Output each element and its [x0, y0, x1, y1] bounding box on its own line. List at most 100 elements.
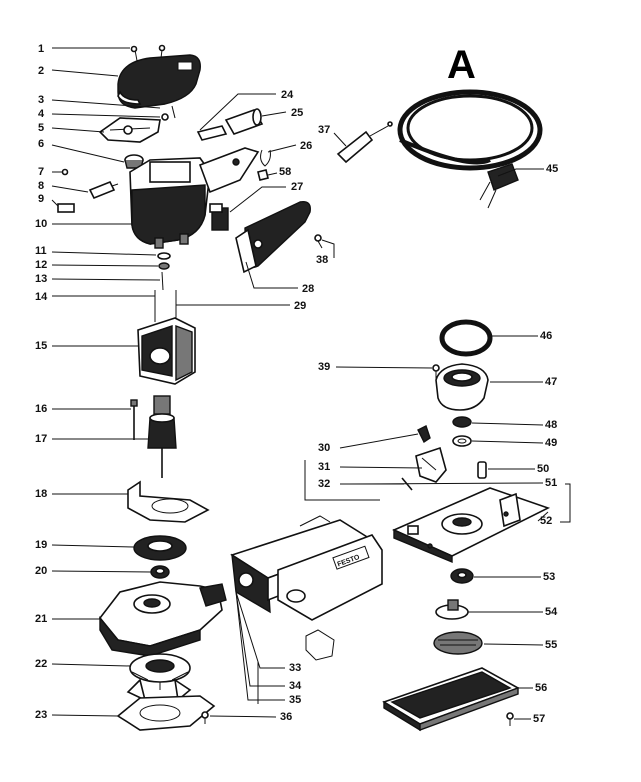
part-18-shroud	[127, 480, 210, 523]
leader-line-37	[333, 132, 347, 147]
callout-48: 48	[545, 419, 557, 431]
part-55-pad-disc	[433, 631, 483, 655]
part-25-cylinder	[224, 108, 264, 135]
callout-34: 34	[289, 680, 302, 692]
part-13-pin	[161, 271, 164, 291]
part-38-screw	[314, 234, 323, 249]
callout-15: 15	[35, 340, 47, 352]
callout-33: 33	[289, 662, 301, 674]
leader-line-55	[483, 643, 544, 646]
callout-4: 4	[38, 108, 45, 120]
callout-56: 56	[535, 682, 547, 694]
leader-line-28	[245, 261, 298, 289]
callout-52: 52	[540, 515, 552, 527]
callout-45: 45	[546, 163, 558, 175]
leader-line-27	[229, 186, 286, 213]
callout-11: 11	[35, 245, 47, 257]
callout-51: 51	[545, 477, 557, 489]
callout-9: 9	[38, 193, 44, 205]
callout-2: 2	[38, 65, 44, 77]
callout-7: 7	[38, 166, 44, 178]
part-19-gear	[133, 535, 187, 561]
callout-18: 18	[35, 488, 47, 500]
part-23-plate	[116, 695, 216, 731]
callout-49: 49	[545, 437, 557, 449]
callout-37: 37	[318, 124, 330, 136]
part-5-bracket	[98, 117, 161, 143]
callout-19: 19	[35, 539, 47, 551]
part-28-handle-cover	[235, 201, 311, 274]
leader-line-13	[51, 278, 161, 281]
part-21-gear-housing	[98, 581, 227, 657]
callout-53: 53	[543, 571, 555, 583]
leader-line-9	[51, 199, 59, 207]
leader-line-58	[267, 172, 278, 176]
callout-14: 14	[35, 291, 48, 303]
callout-17: 17	[35, 433, 47, 445]
part-37-cord-protector	[336, 121, 393, 164]
grouping-bracket-1	[304, 460, 380, 501]
leader-lines	[51, 47, 571, 720]
callout-39: 39	[318, 361, 330, 373]
leader-line-52	[537, 511, 549, 522]
part-30-32-clamp-lever	[401, 425, 447, 491]
leader-line-33	[235, 591, 285, 669]
part-7-screw	[61, 168, 69, 176]
callout-24: 24	[281, 89, 294, 101]
callout-8: 8	[38, 180, 44, 192]
callout-5: 5	[38, 122, 44, 134]
callout-58: 58	[279, 166, 291, 178]
leader-line-25	[261, 111, 287, 117]
part-47-base-housing	[435, 363, 489, 411]
part-2-top-cover	[117, 54, 201, 109]
part-53-bearing	[450, 568, 474, 584]
section-letter: A	[447, 43, 476, 87]
callout-36: 36	[280, 711, 292, 723]
callout-54: 54	[545, 606, 558, 618]
callout-50: 50	[537, 463, 549, 475]
part-drawings: FESTO	[57, 44, 551, 732]
leader-line-19	[51, 544, 135, 548]
callout-25: 25	[291, 107, 303, 119]
part-48-ring	[452, 416, 472, 428]
leader-line-6	[51, 144, 125, 163]
callout-35: 35	[289, 694, 301, 706]
callout-27: 27	[291, 181, 303, 193]
part-52-base-plate	[392, 487, 551, 564]
part-27-switch	[209, 203, 229, 231]
callout-21: 21	[35, 613, 47, 625]
leader-line-23	[51, 714, 119, 717]
part-17-armature	[147, 395, 177, 478]
part-58-clip	[257, 169, 269, 181]
callout-47: 47	[545, 376, 557, 388]
part-45-cable	[397, 89, 543, 209]
part-46-ring	[439, 319, 493, 357]
callout-16: 16	[35, 403, 47, 415]
leader-line-3	[51, 99, 161, 109]
callout-13: 13	[35, 273, 47, 285]
callout-32: 32	[318, 478, 330, 490]
callout-30: 30	[318, 442, 330, 454]
leader-line-45	[497, 168, 544, 177]
callout-labels: 1234567891011121314151617181920212223242…	[35, 43, 558, 725]
part-11-bearing	[157, 252, 171, 260]
part-49-washer	[452, 435, 472, 447]
callout-57: 57	[533, 713, 545, 725]
callout-12: 12	[35, 259, 47, 271]
leader-line-36	[209, 715, 277, 718]
part-54-eccentric	[435, 599, 469, 620]
leader-line-49	[471, 440, 544, 444]
part-4-washer	[161, 113, 169, 121]
callout-29: 29	[294, 300, 306, 312]
leader-line-51	[345, 482, 544, 485]
leader-line-4	[51, 113, 161, 118]
part-50-pin	[477, 461, 487, 479]
callout-20: 20	[35, 565, 47, 577]
leader-line-30	[339, 433, 419, 449]
part-36-screw	[201, 711, 209, 724]
grouping-bracket-2	[560, 483, 571, 523]
callout-1: 1	[38, 43, 44, 55]
callout-31: 31	[318, 461, 330, 473]
callout-22: 22	[35, 658, 47, 670]
